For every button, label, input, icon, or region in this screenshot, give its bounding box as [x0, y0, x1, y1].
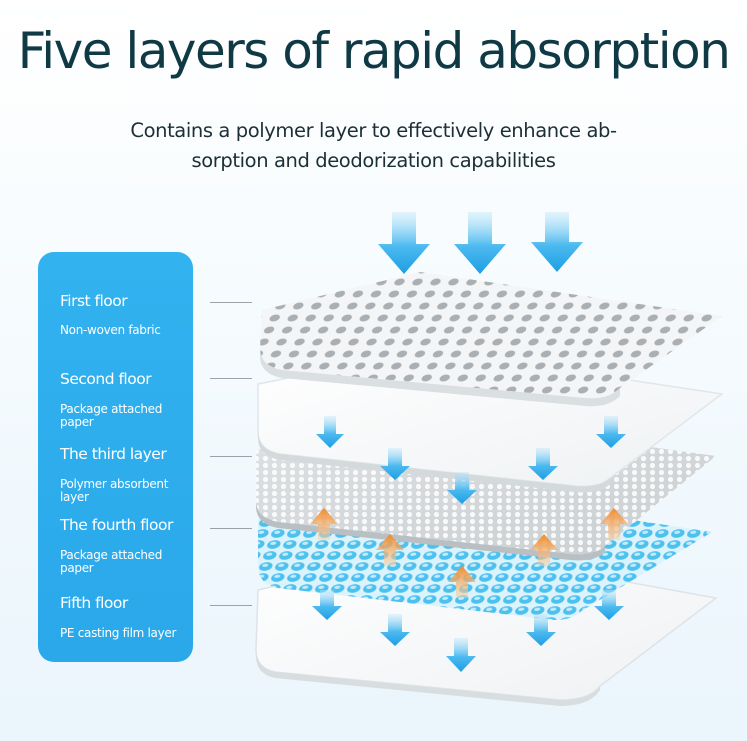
layer-1-sheet	[260, 272, 722, 407]
arrow-down-icon	[316, 416, 344, 448]
leader-line-3	[210, 456, 252, 457]
layer-1-description: Non-woven fabric	[60, 323, 161, 337]
layer-1-name: First floor	[60, 292, 128, 310]
layer-4-name: The fourth floor	[60, 516, 173, 534]
arrow-down-icon	[380, 614, 410, 646]
leader-line-5	[210, 605, 252, 606]
subtitle-line-2: sorption and deodorization capabilities	[191, 149, 556, 172]
arrow-down-icon	[312, 590, 342, 620]
arrow-up-icon	[448, 566, 476, 598]
arrow-down-icon	[380, 448, 410, 480]
page-title: Five layers of rapid absorption	[17, 22, 731, 80]
layer-2-description: Package attached paper	[60, 402, 163, 429]
arrow-down-icon	[596, 416, 626, 448]
leader-line-1	[210, 302, 252, 303]
layer-3-name: The third layer	[60, 445, 167, 463]
layer-5-description: PE casting film layer	[60, 626, 177, 640]
page-subtitle: Contains a polymer layer to effectively …	[60, 116, 687, 176]
leader-line-2	[210, 378, 252, 379]
layer-legend-panel: First floor Non-woven fabric Second floo…	[38, 252, 193, 662]
arrow-up-icon	[310, 508, 338, 540]
layer-3-description: Polymer absorbent layer	[60, 477, 169, 504]
subtitle-line-1: Contains a polymer layer to effectively …	[130, 119, 617, 142]
layer-4-description: Package attached paper	[60, 548, 163, 575]
arrow-down-icon	[454, 212, 506, 274]
arrow-up-icon	[376, 534, 404, 566]
arrow-up-icon	[530, 534, 558, 566]
arrow-down-icon	[526, 614, 556, 646]
arrow-up-icon	[600, 508, 628, 540]
arrow-down-icon	[528, 448, 558, 480]
layer-5-name: Fifth floor	[60, 594, 128, 612]
arrow-down-icon	[446, 638, 476, 672]
arrow-down-icon	[378, 212, 430, 274]
arrow-down-icon	[447, 472, 477, 504]
layer-2-name: Second floor	[60, 370, 152, 388]
arrow-down-icon	[594, 590, 624, 620]
leader-line-4	[210, 528, 252, 529]
arrow-down-icon	[531, 212, 583, 272]
